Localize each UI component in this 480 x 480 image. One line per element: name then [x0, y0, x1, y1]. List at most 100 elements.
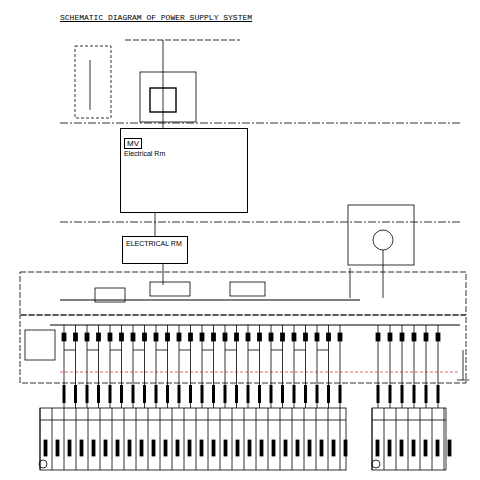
- breaker: [292, 333, 296, 341]
- cable-mark: [413, 385, 416, 403]
- cable-mark: [425, 385, 428, 403]
- breaker: [258, 333, 262, 341]
- boundary: [125, 40, 240, 41]
- panel-device: [284, 440, 287, 456]
- cross-wire: [110, 350, 122, 351]
- cable-mark: [235, 385, 238, 403]
- panel-device: [128, 440, 131, 456]
- panel-device: [436, 440, 439, 456]
- earth-wire: [463, 350, 464, 380]
- generator-panel: [348, 205, 414, 265]
- panel-divider: [208, 408, 209, 470]
- cable-mark: [327, 385, 330, 403]
- room-label: Electrical Rm: [124, 150, 244, 158]
- panel-device: [176, 440, 179, 456]
- panel-device: [388, 440, 391, 456]
- panel-divider: [340, 408, 341, 470]
- breaker: [436, 333, 440, 341]
- breaker: [74, 333, 78, 341]
- wire: [90, 60, 91, 110]
- panel-divider: [112, 408, 113, 470]
- panel-device: [332, 440, 335, 456]
- breaker: [223, 333, 227, 341]
- cross-wire: [202, 350, 214, 351]
- breaker: [200, 333, 204, 341]
- breaker: [338, 333, 342, 341]
- boundary: [60, 123, 460, 124]
- breaker: [62, 333, 66, 341]
- panel-divider: [100, 408, 101, 470]
- panel-divider: [444, 408, 445, 470]
- breaker: [150, 282, 190, 296]
- boundary: [60, 372, 460, 373]
- breaker: [154, 333, 158, 341]
- breaker: [304, 333, 308, 341]
- panel-device: [212, 440, 215, 456]
- panel-device: [344, 440, 347, 456]
- wire: [163, 40, 164, 128]
- generator-symbol: [373, 230, 393, 250]
- panel-divider: [372, 408, 373, 470]
- transformer-panel: [140, 72, 196, 122]
- cable-mark: [109, 385, 112, 403]
- panel-divider: [420, 408, 421, 470]
- panel-divider: [52, 408, 53, 470]
- cross-wire: [87, 350, 99, 351]
- cable-mark: [74, 385, 77, 403]
- panel-divider: [372, 420, 446, 421]
- cable-mark: [224, 385, 227, 403]
- breaker: [388, 333, 392, 341]
- cable-mark: [293, 385, 296, 403]
- panel-divider: [316, 408, 317, 470]
- breaker: [166, 333, 170, 341]
- cable-mark: [189, 385, 192, 403]
- wire: [383, 250, 384, 298]
- panel-divider: [232, 408, 233, 470]
- panel-divider: [328, 408, 329, 470]
- panel-device: [412, 440, 415, 456]
- panel-cells: [40, 408, 451, 470]
- panel-device: [400, 440, 403, 456]
- earth-symbol: [457, 380, 469, 381]
- cross-wire: [248, 350, 260, 351]
- room-box: MVElectrical Rm: [120, 128, 248, 213]
- breaker: [85, 333, 89, 341]
- panel-device: [376, 440, 379, 456]
- cable-mark: [270, 385, 273, 403]
- panel-divider: [148, 408, 149, 470]
- panel-device: [272, 440, 275, 456]
- panel-divider: [220, 408, 221, 470]
- breaker: [315, 333, 319, 341]
- panel-device: [260, 440, 263, 456]
- cross-wire: [225, 350, 237, 351]
- cable-mark: [339, 385, 342, 403]
- breaker: [412, 333, 416, 341]
- cable-mark: [316, 385, 319, 403]
- busbar: [50, 324, 460, 325]
- diagram-title: SCHEMATIC DIAGRAM OF POWER SUPPLY SYSTEM: [60, 13, 252, 22]
- panel-divider: [384, 408, 385, 470]
- panel-device: [44, 440, 47, 456]
- panel-device: [56, 440, 59, 456]
- breaker: [281, 333, 285, 341]
- cable-mark: [437, 385, 440, 403]
- panel-device: [224, 440, 227, 456]
- panel-divider: [256, 408, 257, 470]
- breaker: [400, 333, 404, 341]
- panel-divider: [88, 408, 89, 470]
- panel-divider: [172, 408, 173, 470]
- panel-divider: [64, 408, 65, 470]
- breaker: [108, 333, 112, 341]
- cable-mark: [178, 385, 181, 403]
- panel-divider: [244, 408, 245, 470]
- cross-wire: [271, 350, 283, 351]
- feeder-cable: [155, 213, 156, 236]
- meter-box: [25, 330, 55, 360]
- breaker: [235, 333, 239, 341]
- cable-mark: [120, 385, 123, 403]
- terminal: [39, 460, 47, 468]
- cross-wire: [294, 350, 306, 351]
- breaker: [212, 333, 216, 341]
